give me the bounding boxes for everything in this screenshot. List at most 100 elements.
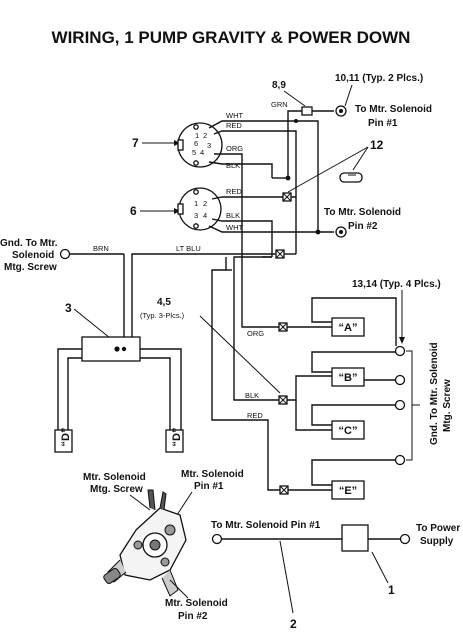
leader-8-9: [283, 90, 306, 107]
plug-7-pin-3: 3: [207, 141, 211, 150]
callout-6: 6: [130, 204, 137, 218]
wire-label-org: ORG: [247, 329, 264, 338]
wire-label-red-top: RED: [226, 121, 242, 130]
valve-right-wire-outer: [140, 348, 182, 436]
mtr-pin1-label-a: Mtr. Solenoid: [181, 469, 244, 480]
loop-c: [311, 404, 396, 426]
valve-left-wire-outer: [57, 348, 82, 436]
connector-red-6-x2: [282, 192, 292, 202]
ground-bracket: [406, 350, 413, 461]
mtr-screw-label-b: Mtg. Screw: [90, 484, 143, 495]
part-1-box: [341, 524, 369, 552]
wire-label-ltblu: LT BLU: [176, 244, 201, 253]
plug-7-pin-2: 2: [203, 131, 207, 140]
valve-d-left-label: “D”: [60, 428, 72, 447]
callout-10-11: 10,11 (Typ. 2 Plcs.): [335, 73, 423, 84]
junction-red-top: [294, 119, 298, 123]
connector-ltblu-x2: [275, 249, 285, 259]
connector-blk-x2: [278, 395, 288, 405]
junction-manifold-1: [114, 346, 120, 352]
wire-label-wht-top: WHT: [226, 111, 243, 120]
mtr-screw-label-a: Mtr. Solenoid: [83, 472, 146, 483]
callout-12: 12: [370, 138, 384, 152]
arrow-6: [174, 208, 180, 214]
leader-2: [279, 540, 294, 614]
connector-org-x2: [278, 322, 288, 332]
arrow-7: [174, 140, 180, 146]
gnd-label-b: Solenoid: [12, 250, 54, 261]
leader-12-b: [352, 146, 369, 171]
wire-ltblu: [131, 253, 277, 348]
loop-e: [311, 459, 396, 486]
ring-terminal-pin1-dot: [339, 109, 343, 113]
ring-terminal-c: [394, 399, 406, 411]
wire-wht-top: [208, 120, 319, 232]
plug-6-pin-1: 1: [194, 199, 198, 208]
wire-blk-top: [208, 161, 273, 178]
plug-7-hole-top: [193, 124, 199, 130]
leader-4-5: [199, 315, 281, 394]
wire-label-blk-6: BLK: [226, 211, 240, 220]
motor-solenoid-drawing: [103, 489, 187, 597]
plug-6-pin-3: 3: [194, 211, 198, 220]
wire-label-blk-top: BLK: [226, 161, 240, 170]
plug-6-hole-top: [193, 189, 199, 195]
plug-7-pin-1: 1: [195, 131, 199, 140]
ring-terminal-power: [399, 533, 411, 545]
item-12-connector: [339, 172, 363, 183]
valve-d-right-label: “D”: [171, 428, 183, 447]
plug-6-pin-2: 2: [203, 199, 207, 208]
ring-terminal-b: [394, 374, 406, 386]
to-sol-pin1-label-b: Pin #1: [368, 118, 398, 129]
solenoid-a-label: “A”: [339, 322, 358, 334]
to-sol-pin2-label-b: Pin #2: [348, 221, 378, 232]
leader-3: [73, 308, 111, 339]
to-sol-pin2-label-a: To Mtr. Solenoid: [324, 207, 401, 218]
callout-2: 2: [290, 617, 297, 631]
wire-blk-b: [287, 375, 332, 401]
loop-b: [311, 351, 396, 373]
wire-label-blk: BLK: [245, 391, 259, 400]
leader-12-a: [287, 146, 369, 193]
grn-wire: [287, 110, 302, 178]
ring-terminal-pin2-dot: [339, 230, 343, 234]
plug-7-body: [177, 122, 223, 168]
wire-label-org-top: ORG: [226, 144, 243, 153]
gnd-label-a: Gnd. To Mtr.: [0, 238, 58, 249]
wire-red-top: [213, 130, 297, 186]
plug-6-key: [177, 203, 184, 215]
wire-blk-c: [295, 400, 332, 431]
ring-terminal-gnd: [59, 248, 71, 260]
plug-7-pin-5: 5: [192, 148, 196, 157]
mtr-pin1-label-b: Pin #1: [194, 481, 224, 492]
solenoid-e: [331, 480, 365, 500]
valve-right-wire-inner: [140, 357, 171, 436]
callout-4-5: 4,5: [157, 297, 171, 308]
ring-terminal-a: [394, 345, 406, 357]
loop-a: [311, 297, 397, 346]
plug-7-hole-bot: [193, 160, 199, 166]
to-power-label-b: Supply: [420, 536, 454, 547]
callout-4-5-sub: (Typ. 3-Plcs.): [140, 311, 185, 320]
valve-left-wire-inner: [67, 357, 82, 436]
plug-6-body: [178, 187, 222, 231]
callout-1: 1: [388, 583, 395, 597]
wire-red-6: [211, 196, 283, 200]
solenoid-c: [331, 420, 365, 440]
grn-connector: [301, 106, 313, 116]
wire-blk-main: [233, 256, 279, 401]
callout-3: 3: [65, 301, 72, 315]
wire-red-main: [211, 257, 280, 491]
leader-mtr-screw: [129, 494, 151, 511]
wire-label-red: RED: [247, 411, 263, 420]
connector-red-x2: [279, 485, 289, 495]
wire-label-grn: GRN: [271, 100, 288, 109]
solenoid-b-label: “B”: [339, 372, 358, 384]
mtr-pin2-label-b: Pin #2: [178, 611, 208, 622]
solenoid-b: [331, 367, 365, 387]
solenoid-c-label: “C”: [339, 425, 358, 437]
solenoid-a: [331, 317, 365, 337]
wire-label-red-6: RED: [226, 187, 242, 196]
